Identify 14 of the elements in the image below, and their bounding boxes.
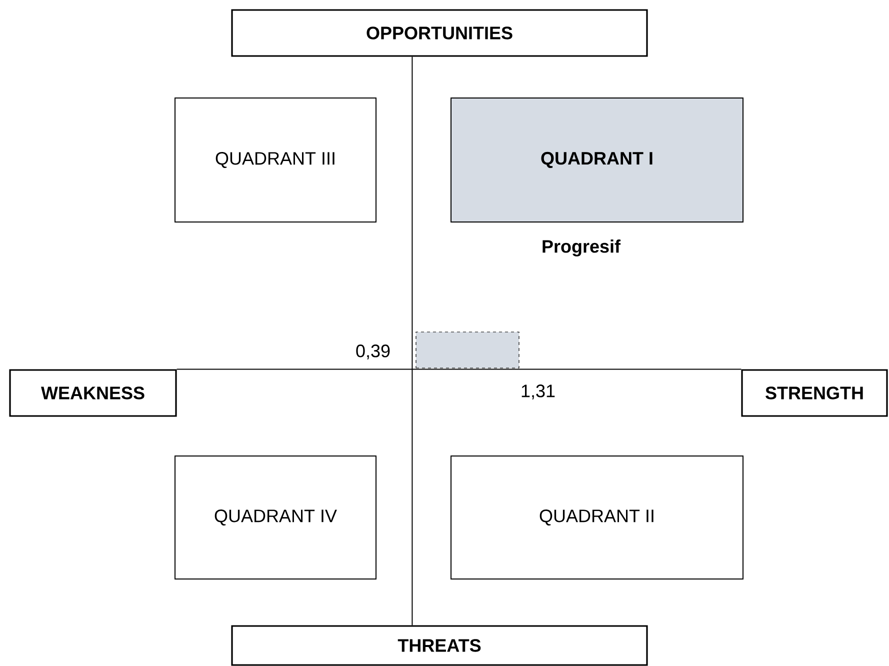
position-area — [416, 332, 520, 368]
status-label: Progresif — [542, 240, 621, 256]
value-label: 1,31 — [522, 384, 555, 400]
heading-box: STRENGTH — [741, 369, 888, 417]
heading-box: THREATS — [231, 625, 648, 666]
value-label: 0,39 — [356, 344, 390, 360]
quadrant-box: QUADRANT IV — [174, 456, 376, 580]
quadrant-box: QUADRANT I — [450, 98, 744, 222]
quadrant-box: QUADRANT III — [174, 98, 376, 222]
axis-line — [176, 368, 742, 370]
heading-box: OPPORTUNITIES — [231, 9, 648, 57]
quadrant-box: QUADRANT II — [450, 456, 744, 580]
axis-line — [412, 56, 413, 626]
heading-box: WEAKNESS — [9, 369, 177, 417]
